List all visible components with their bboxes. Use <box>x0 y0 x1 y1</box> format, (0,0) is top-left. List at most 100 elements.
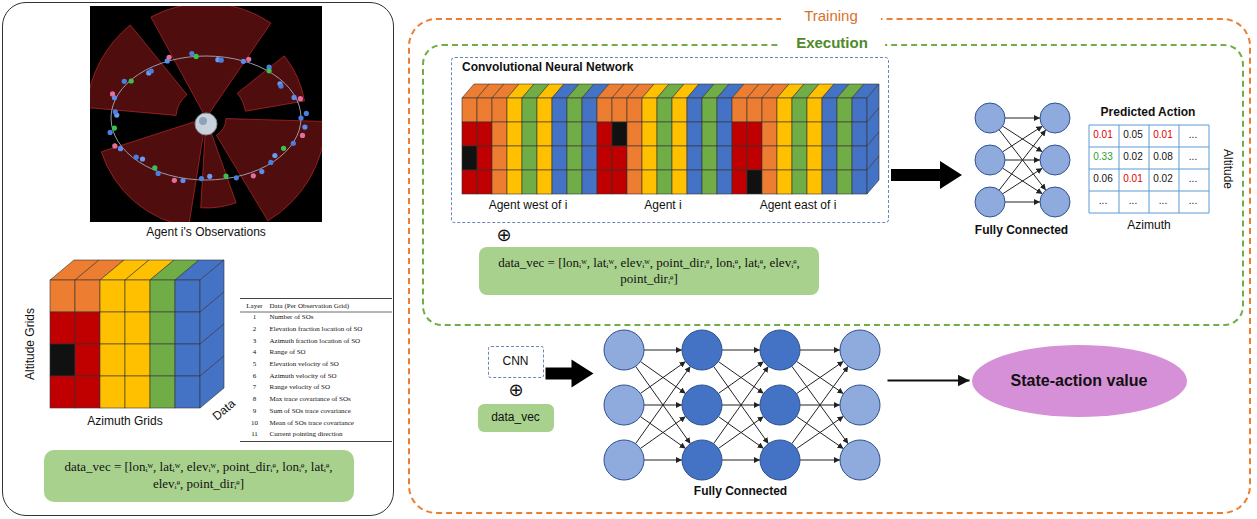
grid-cell <box>732 170 747 194</box>
node-text: ... <box>1148 190 1178 212</box>
grid-cell <box>612 170 627 194</box>
neuron-link <box>796 361 843 393</box>
grid-cell <box>627 98 642 122</box>
grid-cell <box>582 122 597 146</box>
node-text: Agent i <box>613 198 713 213</box>
axis-label: Altitude <box>1221 149 1235 189</box>
grid-cell <box>537 170 552 194</box>
grid-cell <box>747 122 762 146</box>
grid-cell <box>75 280 100 312</box>
node-text: CNN <box>503 354 529 369</box>
node-text: 2 <box>240 324 270 336</box>
neuron-link <box>1005 118 1040 119</box>
neuron-link <box>800 350 840 351</box>
grid-cell <box>777 98 792 122</box>
value-ellipse: State-action value <box>972 345 1187 417</box>
node-text: Range velocity of SO <box>270 382 390 394</box>
grid-cell <box>672 146 687 170</box>
neuron <box>975 103 1005 133</box>
node-text: 7 <box>240 382 270 394</box>
node-heading: Predicted Action <box>1084 104 1212 120</box>
node-text: Max trace covariance of SOs <box>270 394 390 406</box>
grid-cell <box>687 170 702 194</box>
neuron-link <box>796 416 843 448</box>
space-object <box>194 54 199 59</box>
grid-cell <box>642 146 657 170</box>
sensor-field <box>90 25 187 115</box>
execution-region: ExecutionConvolutional Neural NetworkAge… <box>422 44 1244 326</box>
grid-cell <box>567 98 582 122</box>
node-text: 3 <box>240 336 270 348</box>
grid-cell <box>792 170 807 194</box>
space-object <box>110 91 115 96</box>
grid-cell <box>837 146 852 170</box>
grid-cell <box>717 98 732 122</box>
node-text: 0.06 <box>1088 168 1118 190</box>
data-vector-box: data_vec <box>478 404 554 432</box>
neuron-link <box>644 460 682 461</box>
grid-cell <box>522 146 537 170</box>
grid-cell <box>477 98 492 122</box>
grid-cell <box>687 122 702 146</box>
grid-cell <box>747 170 762 194</box>
fully-connected-net: Fully Connected <box>964 95 1079 245</box>
grid-cell <box>492 122 507 146</box>
grid-cell <box>852 146 867 170</box>
grid-cell <box>75 344 100 376</box>
space-object <box>278 83 283 88</box>
grid-cell <box>792 146 807 170</box>
neuron-link <box>718 417 763 449</box>
grid-cell <box>477 146 492 170</box>
space-object <box>241 59 246 64</box>
data-vector-box: data_vec = [lonᵢʷ, latᵢʷ, elevᵢʷ, point_… <box>479 247 819 295</box>
grid-cell <box>657 170 672 194</box>
grid-line <box>1089 191 1209 192</box>
neuron-link <box>644 350 682 351</box>
grid-cell <box>822 98 837 122</box>
grid-cell <box>627 170 642 194</box>
grid-cell <box>717 122 732 146</box>
node-text: Agent east of i <box>738 198 858 213</box>
grid-cell <box>777 146 792 170</box>
sensor-field <box>101 118 206 222</box>
neuron-link <box>796 361 843 393</box>
grid-cell <box>732 98 747 122</box>
stacked-observation-grid <box>462 84 879 194</box>
node-text: 0.01 <box>1088 124 1118 146</box>
neuron <box>604 440 644 480</box>
node-text: data_vec = [lonᵢʷ, latᵢʷ, elevᵢʷ, point_… <box>52 459 346 492</box>
neuron <box>840 330 880 370</box>
node-text: Mean of SOs trace covariance <box>270 418 390 430</box>
grid-cell <box>837 98 852 122</box>
node-text: Azimuth fraction location of SO <box>270 336 390 348</box>
node-text: 5 <box>240 359 270 371</box>
space-object <box>140 156 145 161</box>
space-object <box>207 174 212 179</box>
node-text: ... <box>1178 124 1208 146</box>
grid-cell <box>747 98 762 122</box>
grid-cell <box>627 122 642 146</box>
grid-cell <box>492 170 507 194</box>
node-text: data_vec = [lonᵢʷ, latᵢʷ, elevᵢʷ, point_… <box>487 255 811 288</box>
grid-cell <box>642 98 657 122</box>
cnn-box: Convolutional Neural NetworkAgent west o… <box>451 57 889 223</box>
space-object <box>272 153 277 158</box>
grid-cell <box>702 170 717 194</box>
grid-cell <box>687 146 702 170</box>
space-object <box>259 169 264 174</box>
neuron-link <box>722 350 760 351</box>
grid-cell <box>642 122 657 146</box>
neuron-link <box>1005 202 1040 203</box>
action-table: Predicted Action0.010.050.01...0.330.020… <box>1084 104 1212 214</box>
space-object <box>152 165 157 170</box>
neuron <box>760 330 800 370</box>
grid-cell <box>582 98 597 122</box>
grid-cell <box>762 146 777 170</box>
grid-cell <box>522 170 537 194</box>
axis-label: Azimuth Grids <box>87 414 162 428</box>
grid-cell <box>462 146 477 170</box>
neuron <box>760 440 800 480</box>
grid-cell <box>492 98 507 122</box>
grid-cell <box>582 146 597 170</box>
grid-side-cell <box>200 356 224 408</box>
